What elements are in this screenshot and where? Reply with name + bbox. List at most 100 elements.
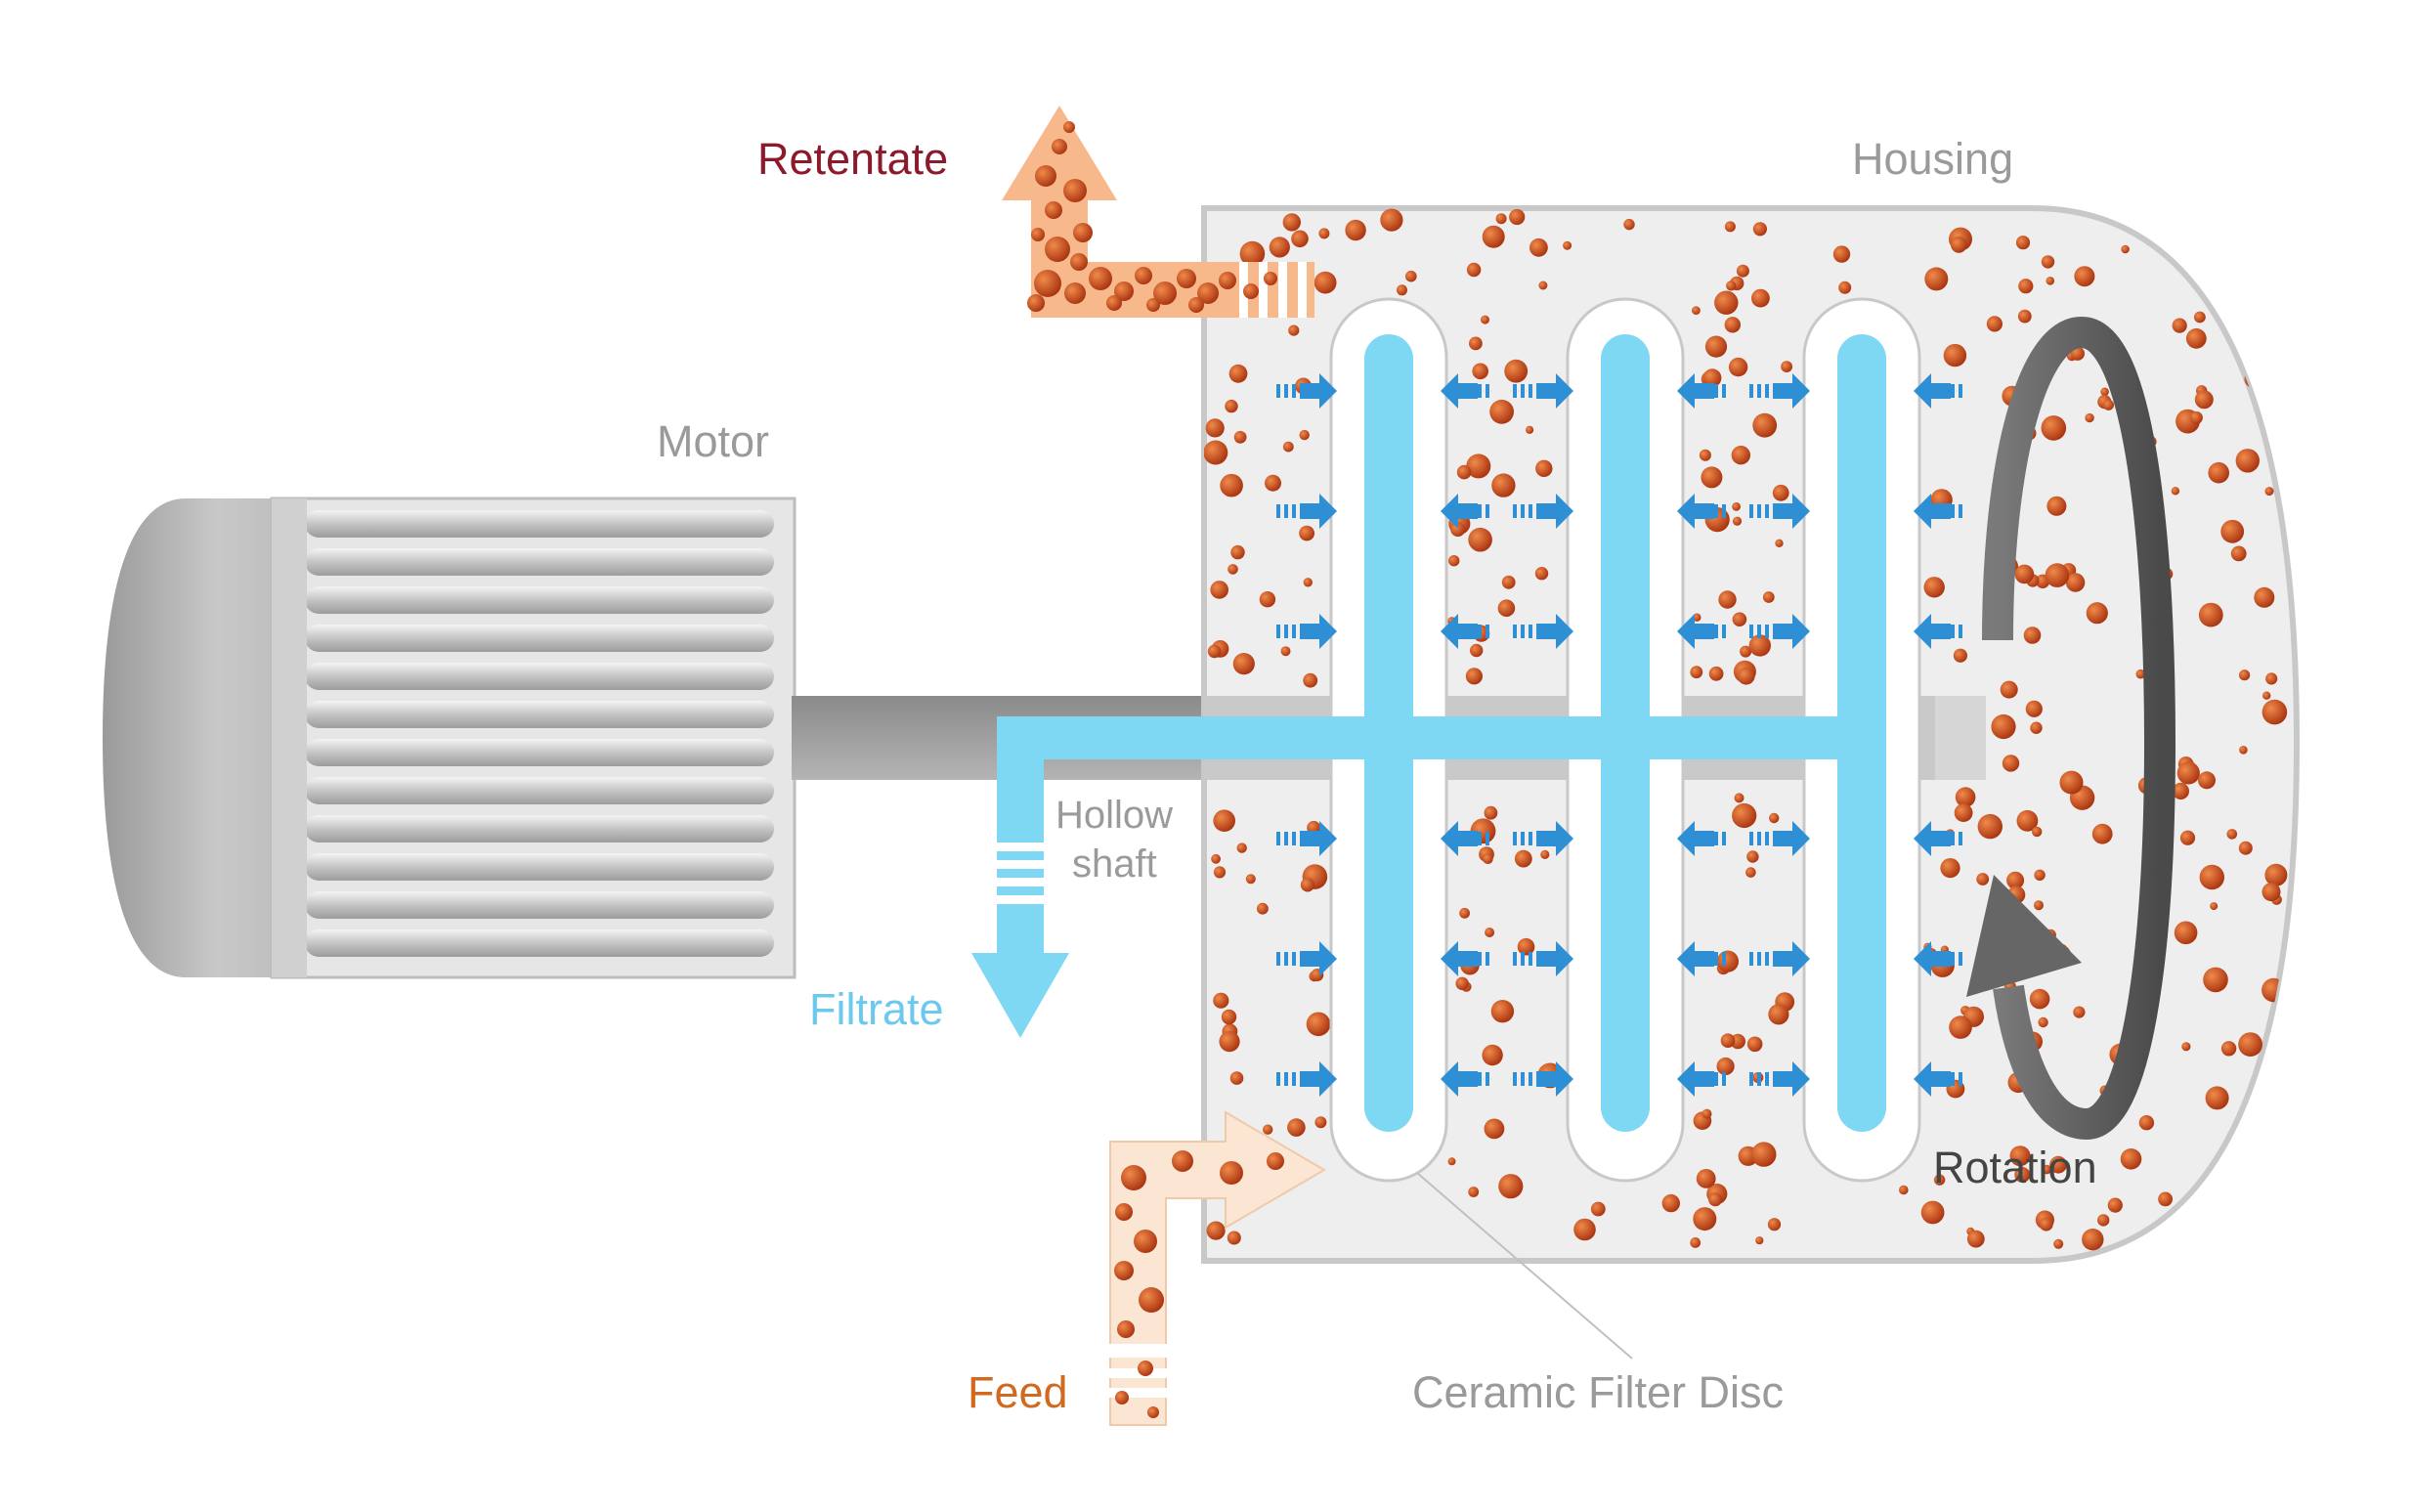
particle [1509, 208, 1526, 226]
particle [1206, 1221, 1226, 1240]
particle [1282, 441, 1294, 453]
flow-shaft [1773, 1071, 1792, 1087]
particle [2246, 291, 2269, 315]
retentate-particle [1264, 272, 1277, 285]
particle [1468, 527, 1492, 552]
flow-head [1677, 494, 1695, 529]
particle [1775, 539, 1784, 547]
flow-head [1914, 614, 1931, 649]
particle [1229, 1071, 1244, 1085]
particle [1280, 646, 1291, 657]
particle [1514, 849, 1532, 868]
particle [2082, 1229, 2104, 1251]
particle [1732, 516, 1743, 526]
particle [1951, 237, 1967, 253]
flow-dash [1284, 384, 1288, 398]
motor-label: Motor [657, 416, 769, 466]
flow-shaft [1931, 1071, 1951, 1087]
particle [2265, 672, 2278, 685]
particle [1734, 793, 1744, 803]
particle [1314, 271, 1337, 294]
particle [1213, 809, 1235, 832]
particle [2210, 1214, 2225, 1230]
flow-head [1441, 1061, 1458, 1097]
inward-flow-arrow-icon [1677, 373, 1726, 409]
particle [2226, 829, 2238, 840]
motor [103, 497, 797, 979]
particle [1943, 343, 1967, 367]
flow-shaft [1536, 831, 1556, 846]
flow-dash [1749, 504, 1753, 518]
flow-head [1556, 614, 1573, 649]
particle [2121, 244, 2130, 254]
retentate-particle [1073, 223, 1093, 242]
particle [1692, 306, 1701, 315]
particle [1227, 1231, 1241, 1245]
flow-head [1914, 1061, 1931, 1097]
particle [1718, 590, 1737, 609]
motor-fin [305, 548, 774, 576]
flow-shaft [1458, 1071, 1478, 1087]
particle [1221, 1009, 1237, 1025]
flow-dash [1722, 1072, 1726, 1086]
inward-flow-arrow-icon [1914, 494, 1962, 529]
flow-head [1556, 494, 1573, 529]
flow-shaft [1695, 831, 1714, 846]
particle [1236, 842, 1247, 853]
feed-particle [1267, 1152, 1284, 1170]
particle [1233, 430, 1247, 444]
inward-flow-arrow-icon [1749, 494, 1810, 529]
particle [2205, 1086, 2229, 1110]
flow-dash [1284, 1072, 1288, 1086]
flow-dash [1276, 625, 1280, 638]
flow-dash [1757, 952, 1761, 966]
flow-head [1556, 373, 1573, 409]
flow-dash [1959, 1072, 1962, 1086]
retentate-particle [1045, 237, 1070, 262]
particle [1976, 873, 1990, 886]
particle [1213, 866, 1227, 879]
motor-fin [305, 701, 774, 728]
particle [2032, 826, 2043, 838]
flow-dash [1521, 832, 1525, 845]
particle [1736, 264, 1749, 278]
retentate-particle [1188, 297, 1204, 313]
flow-dash [1292, 1072, 1296, 1086]
particle [2135, 669, 2146, 679]
flow-shaft [1458, 383, 1478, 399]
flow-head [1556, 821, 1573, 856]
flow-dash [1513, 625, 1517, 638]
particle [2176, 761, 2200, 785]
particle [1300, 878, 1314, 892]
particle [2195, 1204, 2206, 1214]
particle [2097, 1214, 2110, 1227]
flow-dash [1478, 504, 1482, 518]
flow-dash [1529, 504, 1532, 518]
flow-dash [1714, 384, 1718, 398]
flow-head [1441, 614, 1458, 649]
particle [1228, 564, 1238, 575]
particle [2189, 410, 2203, 424]
flow-dash [1284, 952, 1288, 966]
particle [2086, 602, 2108, 625]
particle [1977, 813, 2003, 840]
particle [1714, 290, 1739, 315]
flow-dash [1478, 1072, 1482, 1086]
particle [2103, 399, 2114, 410]
particle [1490, 999, 1515, 1023]
flow-dash [1757, 625, 1761, 638]
particle [2042, 1164, 2051, 1175]
inward-flow-arrow-icon [1677, 941, 1726, 976]
flow-dash [1749, 952, 1753, 966]
inward-flow-arrow-icon [1513, 821, 1573, 856]
particle [1767, 1218, 1782, 1231]
flow-head [1792, 614, 1810, 649]
particle [2171, 487, 2180, 496]
particle [1526, 425, 1534, 434]
inward-flow-arrow-icon [1677, 614, 1726, 649]
particle [2264, 487, 2274, 497]
particle [2220, 1041, 2237, 1057]
inward-flow-arrow-icon [1677, 821, 1726, 856]
flow-dash [1292, 952, 1296, 966]
particle [2210, 902, 2218, 911]
